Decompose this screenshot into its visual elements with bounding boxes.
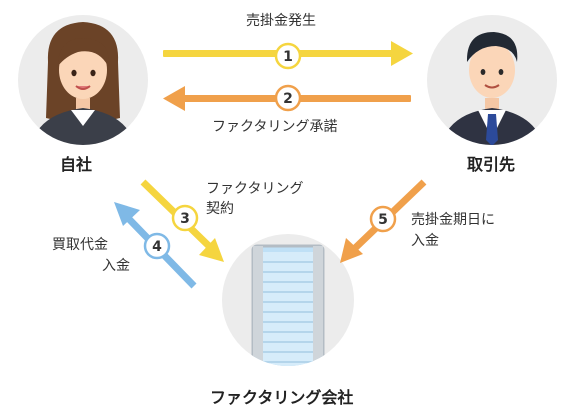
step2-badge: 2 <box>274 84 302 112</box>
step2-number: 2 <box>283 91 293 107</box>
step4-badge: 4 <box>143 232 171 260</box>
self-collar <box>71 110 95 126</box>
partner-face <box>469 42 515 98</box>
partner-avatar <box>427 15 557 145</box>
step4-label-line2: 入金 <box>102 258 130 274</box>
step5-number: 5 <box>378 212 388 228</box>
factoring-company-building <box>222 234 354 366</box>
factoring-company-label: ファクタリング会社 <box>210 388 354 407</box>
step3-badge: 3 <box>171 204 199 232</box>
step3-label-line2: 契約 <box>206 201 234 217</box>
step3-label-line1: ファクタリング <box>206 181 304 197</box>
step4-label-line1: 買取代金 <box>52 237 108 253</box>
step5-badge: 5 <box>369 205 397 233</box>
partner-tie <box>486 114 498 145</box>
step1-number: 1 <box>283 49 293 65</box>
partner-neck <box>485 98 499 112</box>
step5-label-line1: 売掛金期日に <box>411 212 495 228</box>
step3-number: 3 <box>180 211 190 227</box>
step5-label-line2: 入金 <box>411 233 439 249</box>
step4-number: 4 <box>152 239 162 255</box>
step1-label: 売掛金発生 <box>246 13 316 29</box>
partner-label: 取引先 <box>467 155 516 174</box>
self-avatar <box>18 15 148 145</box>
step2-label: ファクタリング承諾 <box>212 119 338 135</box>
self-face <box>59 41 107 99</box>
step1-badge: 1 <box>274 42 302 70</box>
self-label: 自社 <box>60 155 93 174</box>
self-bangs <box>58 38 109 66</box>
partner-hair <box>466 32 518 62</box>
